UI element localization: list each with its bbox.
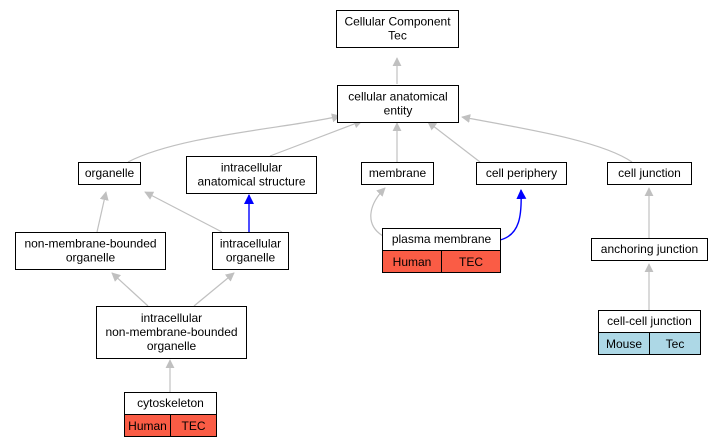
edge-celljunction-cae [461, 114, 633, 163]
tag-label: Tec [666, 337, 685, 351]
tag-label: TEC [459, 255, 483, 269]
node-label-line: intracellular [221, 161, 282, 175]
tag-label: Human [393, 255, 432, 269]
edge-inmbo-io [193, 272, 235, 307]
node-box [607, 162, 692, 185]
node-label-line: cytoskeleton [137, 396, 204, 410]
tag-cell [441, 250, 501, 273]
edge-nmbo-organelle [96, 191, 109, 233]
node-box [476, 162, 567, 185]
node-inmbo[interactable]: intracellularnon-membrane-boundedorganel… [96, 306, 247, 359]
node-box [15, 232, 166, 270]
node-box [361, 162, 434, 185]
node-box [78, 162, 141, 185]
edge-ias-cae [269, 119, 363, 157]
edge-inmbo-nmbo [111, 272, 149, 307]
node-label-line: membrane [369, 166, 427, 180]
node-label-line: cell periphery [486, 166, 557, 180]
node-label-line: cell-cell junction [607, 314, 692, 328]
node-celljunction[interactable]: cell junction [607, 162, 692, 185]
tag-label: TEC [182, 419, 206, 433]
node-label-line: non-membrane-bounded [24, 237, 156, 251]
edge-pm-cellperiphery [499, 189, 527, 241]
edge-organelle-cae [127, 113, 341, 163]
node-aj[interactable]: anchoring junction [591, 238, 708, 261]
tag-label: Mouse [606, 337, 642, 351]
node-label-line: anatomical structure [197, 175, 305, 189]
node-organelle[interactable]: organelle [78, 162, 141, 185]
node-label-line: intracellular [220, 237, 281, 251]
tag-cell [649, 332, 701, 355]
node-label-line: intracellular [141, 311, 202, 325]
edges [96, 57, 654, 394]
node-label-line: entity [384, 104, 413, 118]
node-label-line: anchoring junction [601, 242, 698, 256]
node-label-line: organelle [226, 251, 276, 265]
node-box [212, 232, 289, 270]
edge-pm-membrane [370, 187, 386, 237]
node-box [186, 156, 317, 194]
node-label-line: organelle [66, 251, 116, 265]
node-label-line: cellular anatomical [348, 90, 447, 104]
node-label-line: plasma membrane [392, 232, 492, 246]
node-label-line: Cellular Component [344, 15, 451, 29]
tag-cell [170, 414, 217, 437]
node-membrane[interactable]: membrane [361, 162, 434, 185]
node-box [337, 85, 459, 123]
node-cellperiphery[interactable]: cell periphery [476, 162, 567, 185]
node-box [591, 238, 708, 261]
tag-label: Human [128, 419, 167, 433]
node-label-line: organelle [85, 166, 135, 180]
edge-io-organelle [144, 191, 223, 233]
node-label-line: Tec [388, 29, 407, 43]
node-box [96, 306, 247, 359]
node-label-line: non-membrane-bounded [105, 325, 237, 339]
node-label-line: cell junction [618, 166, 681, 180]
node-label-line: organelle [147, 339, 197, 353]
node-box [336, 10, 459, 48]
edge-cellperiphery-cae [427, 121, 481, 163]
